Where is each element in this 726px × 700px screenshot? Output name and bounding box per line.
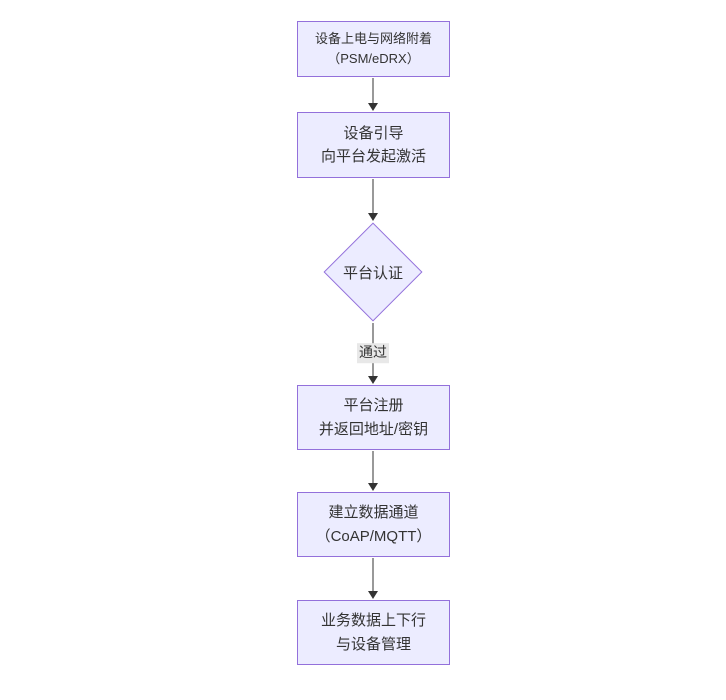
arrowhead-down-icon xyxy=(368,483,378,491)
node-power-on: 设备上电与网络附着 （PSM/eDRX） xyxy=(297,21,450,77)
node-text-line: 平台注册 xyxy=(343,397,404,415)
node-text-line: （CoAP/MQTT） xyxy=(315,527,432,545)
edge-label-pass: 通过 xyxy=(357,343,389,363)
node-business: 业务数据上下行 与设备管理 xyxy=(297,600,450,665)
arrow-shaft xyxy=(372,78,374,105)
node-register: 平台注册 并返回地址/密钥 xyxy=(297,385,450,450)
node-text-line: 建立数据通道 xyxy=(328,504,419,522)
node-channel: 建立数据通道 （CoAP/MQTT） xyxy=(297,492,450,557)
arrow-bootstrap-to-auth xyxy=(368,179,378,221)
node-bootstrap: 设备引导 向平台发起激活 xyxy=(297,112,450,178)
arrow-register-to-channel xyxy=(368,451,378,491)
node-text-line: 并返回地址/密钥 xyxy=(318,420,429,438)
node-text-line: （PSM/eDRX） xyxy=(327,51,420,66)
node-text-line: 业务数据上下行 xyxy=(320,612,426,630)
arrow-power-to-bootstrap xyxy=(368,78,378,111)
arrowhead-down-icon xyxy=(368,591,378,599)
arrow-shaft xyxy=(372,451,374,485)
arrowhead-down-icon xyxy=(368,213,378,221)
node-text-line: 设备引导 xyxy=(343,124,404,142)
arrowhead-down-icon xyxy=(368,376,378,384)
arrow-shaft xyxy=(372,558,374,593)
node-auth-decision: 平台认证 xyxy=(322,222,424,322)
arrow-shaft xyxy=(372,179,374,215)
node-text-line: 平台认证 xyxy=(342,264,403,282)
node-text-line: 向平台发起激活 xyxy=(320,148,426,165)
arrowhead-down-icon xyxy=(368,103,378,111)
arrow-channel-to-business xyxy=(368,558,378,599)
node-text-line: 与设备管理 xyxy=(335,635,411,653)
node-text-line: 设备上电与网络附着 xyxy=(314,30,432,46)
